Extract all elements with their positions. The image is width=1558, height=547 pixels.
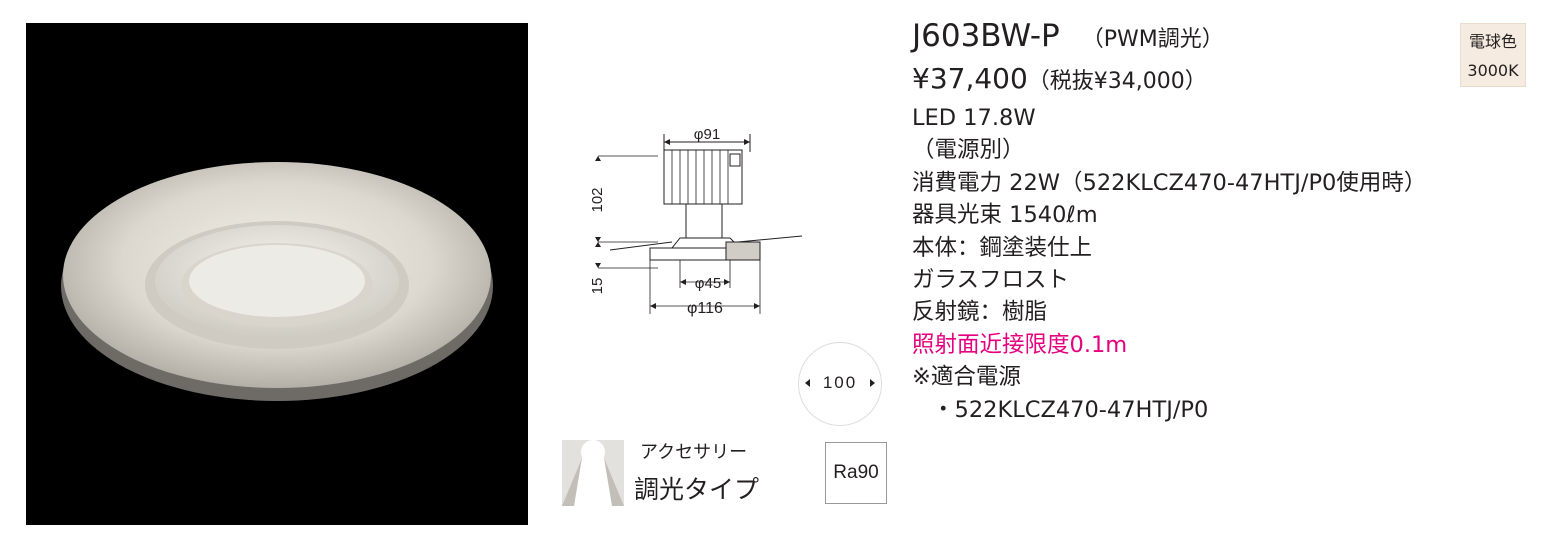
price-ex-tax: （税抜¥34,000） <box>1027 69 1207 94</box>
product-photo <box>26 23 528 525</box>
cri-badge: Ra90 <box>825 442 887 504</box>
spec-line: ・522KLCZ470-47HTJ/P0 <box>932 396 1209 423</box>
spec-line: LED 17.8W <box>912 105 1036 131</box>
spec-line: 消費電力 22W（522KLCZ470-47HTJ/P0使用時） <box>912 169 1427 196</box>
dimming-type: （PWM調光） <box>1081 27 1224 52</box>
accessory-label: アクセサリー <box>640 442 748 463</box>
arrow-right-icon <box>870 379 875 387</box>
spec-line: 反射鏡：樹脂 <box>912 299 1048 326</box>
dim-height: 102 <box>589 187 606 212</box>
arrow-left-icon <box>805 379 810 387</box>
accessory-type: 調光タイプ <box>634 475 760 504</box>
proximity-limit-warning: 照射面近接限度0.1m <box>912 331 1128 358</box>
downlight-type-icon <box>562 440 624 510</box>
color-temperature-badge: 電球色 3000K <box>1460 23 1526 87</box>
price: ¥37,400 <box>912 62 1028 95</box>
spec-line: ※適合電源 <box>912 364 1021 391</box>
color-temperature: 3000K <box>1467 61 1519 80</box>
spec-line: 器具光束 1540ℓm <box>912 202 1098 229</box>
spec-block: J603BW-P （PWM調光） ¥37,400 （税抜¥34,000） LED… <box>912 18 1426 426</box>
spec-line: 本体：鋼塗装仕上 <box>912 234 1093 261</box>
spec-line: （電源別） <box>912 137 1025 164</box>
dim-inner-diameter: φ45 <box>695 275 721 292</box>
dim-flange-height: 15 <box>589 278 606 295</box>
spec-line: ガラスフロスト <box>912 267 1070 294</box>
color-name: 電球色 <box>1468 32 1517 51</box>
dimension-drawing: φ91 102 15 φ45 φ116 <box>580 120 810 334</box>
beam-angle-indicator: 100 <box>798 342 882 426</box>
beam-angle-value: 100 <box>822 373 858 392</box>
dim-top-width: φ91 <box>694 126 720 143</box>
model-number: J603BW-P <box>912 18 1060 54</box>
dim-outer-diameter: φ116 <box>687 300 723 317</box>
